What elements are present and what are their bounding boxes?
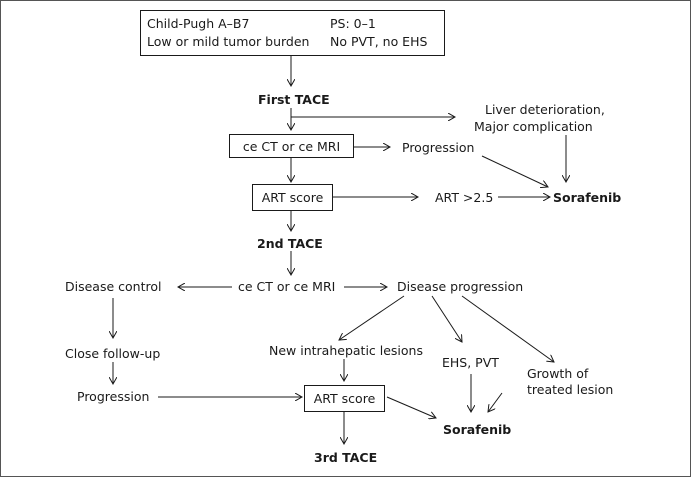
sorafenib-label-2: Sorafenib bbox=[443, 422, 512, 437]
arrow-growth-to-sorafenib bbox=[488, 392, 503, 412]
growth-line1: Growth of bbox=[527, 366, 589, 381]
arrow-progression-to-ehs-pvt bbox=[431, 295, 462, 342]
growth-line2: treated lesion bbox=[527, 382, 614, 397]
art-score-label-2: ART score bbox=[313, 391, 376, 406]
liver-deterioration-line2: Major complication bbox=[474, 119, 593, 134]
eligibility-tumor-burden: Low or mild tumor burden bbox=[147, 34, 310, 49]
eligibility-child-pugh: Child-Pugh A–B7 bbox=[147, 16, 250, 31]
imaging-label-1: ce CT or ce MRI bbox=[242, 139, 341, 154]
art-score-box-2: ART score bbox=[304, 385, 385, 412]
eligibility-box: Child-Pugh A–B7 Low or mild tumor burden… bbox=[140, 10, 445, 56]
third-tace-label: 3rd TACE bbox=[314, 450, 378, 465]
progression-label-1: Progression bbox=[402, 140, 475, 155]
arrow-progression-to-growth bbox=[461, 295, 554, 362]
art-score-box-1: ART score bbox=[252, 184, 333, 211]
disease-control-label: Disease control bbox=[65, 279, 162, 294]
disease-progression-label: Disease progression bbox=[397, 279, 524, 294]
art-threshold-label: ART >2.5 bbox=[435, 190, 494, 205]
first-tace-label: First TACE bbox=[258, 92, 330, 107]
close-follow-up-label: Close follow-up bbox=[65, 346, 161, 361]
eligibility-no-pvt: No PVT, no EHS bbox=[330, 34, 428, 49]
new-intrahepatic-label: New intrahepatic lesions bbox=[269, 343, 423, 358]
liver-deterioration-line1: Liver deterioration, bbox=[485, 102, 605, 117]
arrow-progression-to-sorafenib bbox=[481, 155, 548, 187]
ehs-pvt-label: EHS, PVT bbox=[442, 355, 499, 370]
progression-label-2: Progression bbox=[77, 389, 150, 404]
imaging-box-1: ce CT or ce MRI bbox=[229, 134, 354, 158]
imaging-label-2: ce CT or ce MRI bbox=[238, 279, 336, 294]
sorafenib-label-1: Sorafenib bbox=[553, 190, 622, 205]
arrow-progression-to-new-lesions bbox=[339, 295, 405, 340]
eligibility-ps: PS: 0–1 bbox=[330, 16, 376, 31]
arrow-art-score-to-sorafenib bbox=[386, 396, 436, 418]
second-tace-label: 2nd TACE bbox=[257, 236, 323, 251]
art-score-label-1: ART score bbox=[261, 190, 324, 205]
